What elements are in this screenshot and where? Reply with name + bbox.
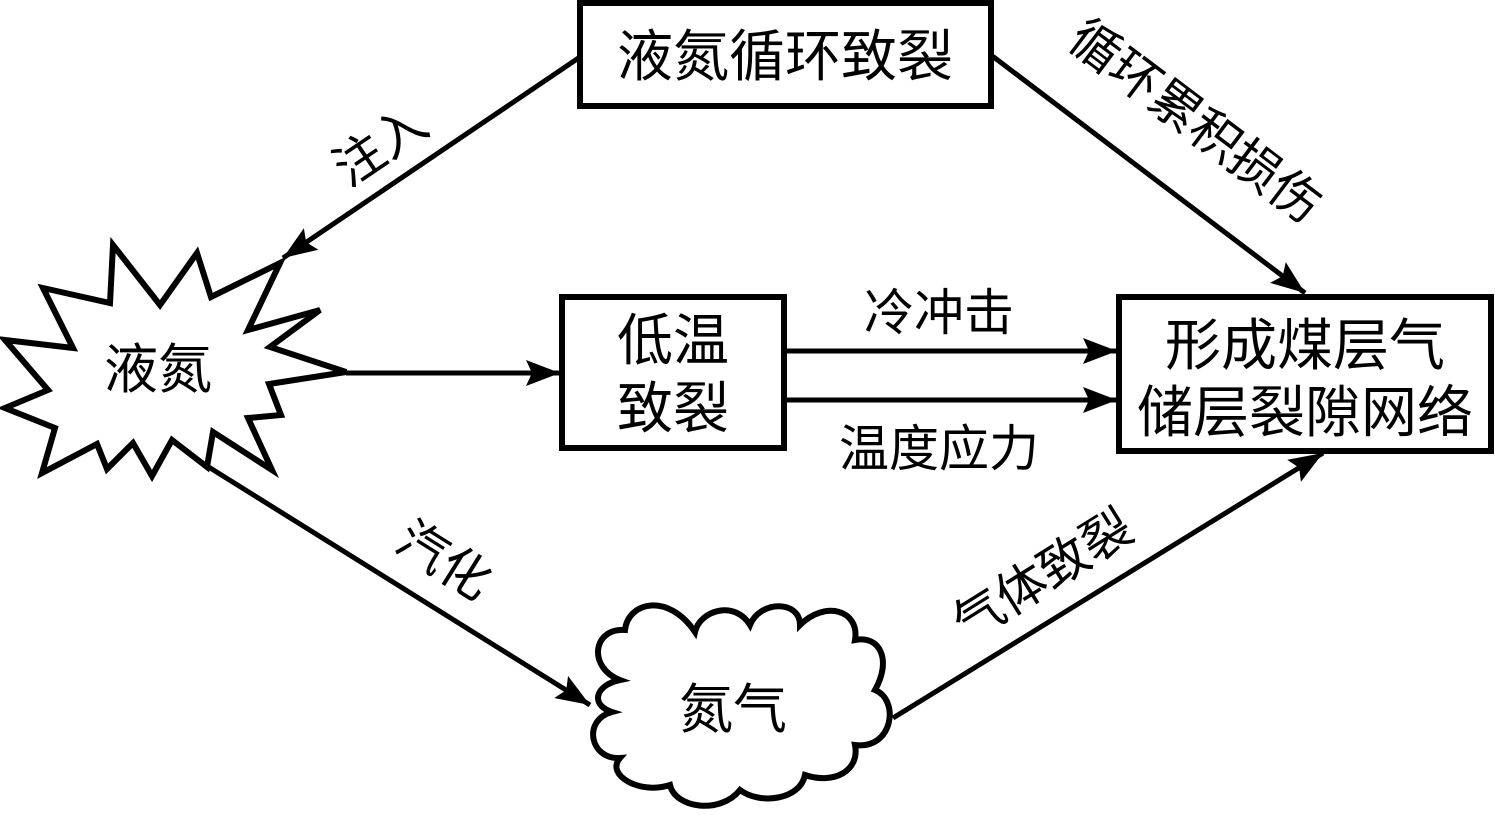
injection-label: 注入 (323, 94, 438, 198)
cumulative-damage-label: 循环累积损伤 (1058, 8, 1332, 235)
low-temp-box-label-line2: 致裂 (617, 377, 729, 442)
edge-injection: 注入 (281, 54, 582, 261)
gas-fracturing-label: 气体致裂 (943, 498, 1143, 653)
result-box-label-line1: 形成煤层气 (1165, 314, 1445, 379)
node-low-temp-fracturing: 低温 致裂 (559, 294, 787, 451)
gas-fracturing-arrow (891, 450, 1325, 721)
thermal-stress-label: 温度应力 (839, 420, 1039, 478)
node-liquid-nitrogen: 液氮 (0, 236, 347, 483)
node-fracture-network: 形成煤层气 储层裂隙网络 (1116, 294, 1494, 454)
vaporization-arrow (205, 463, 592, 708)
nitrogen-gas-label: 氮气 (679, 678, 787, 741)
liquid-nitrogen-label: 液氮 (104, 338, 212, 401)
node-nitrogen-gas: 氮气 (590, 602, 893, 809)
edge-cumulative-damage: 循环累积损伤 (989, 8, 1332, 295)
cloud-shape (590, 602, 893, 809)
cumulative-damage-arrow (989, 53, 1307, 295)
low-temp-box-frame (559, 294, 787, 451)
edge-cold-shock: 冷冲击 (784, 284, 1117, 364)
cold-shock-label: 冷冲击 (864, 284, 1014, 342)
edge-thermal-stress: 温度应力 (784, 387, 1117, 478)
edge-gas-fracturing: 气体致裂 (891, 450, 1325, 721)
result-box-label-line2: 储层裂隙网络 (1137, 381, 1473, 446)
cycle-box-frame (577, 0, 994, 109)
cycle-box-label: 液氮循环致裂 (617, 25, 953, 90)
result-box-frame (1116, 294, 1494, 454)
vaporization-label: 汽化 (386, 509, 502, 611)
injection-arrow (281, 54, 582, 261)
low-temp-box-label-line1: 低温 (617, 309, 729, 374)
node-cycle-fracturing: 液氮循环致裂 (577, 0, 994, 109)
edge-vaporization: 汽化 (205, 463, 592, 708)
